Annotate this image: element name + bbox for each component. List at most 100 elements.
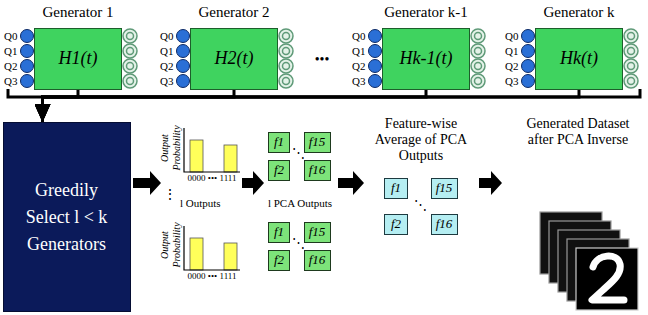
qubit-label: Q0 bbox=[505, 29, 518, 43]
measurement-outer bbox=[624, 74, 638, 88]
generator-box: Generator kHk(t) bbox=[535, 28, 623, 90]
hamiltonian-label: H1(t) bbox=[55, 48, 102, 70]
bar bbox=[224, 243, 237, 270]
qubit-label: Q1 bbox=[352, 44, 365, 58]
diagonal-ellipsis: ⋱ bbox=[411, 197, 429, 213]
qubit-circle bbox=[177, 45, 190, 58]
block-arrow bbox=[479, 171, 502, 195]
qubit-circle bbox=[369, 60, 382, 73]
qubit-label: Q3 bbox=[160, 74, 173, 88]
measurement-inner bbox=[127, 78, 134, 85]
digit-image bbox=[592, 256, 624, 300]
pca-feature-box: f2 bbox=[268, 160, 290, 181]
feature-label: f15 bbox=[308, 225, 327, 239]
measurement-outer bbox=[123, 44, 137, 58]
qubit-circle bbox=[21, 30, 34, 43]
measurement-inner bbox=[127, 33, 134, 40]
pca-feature-box: f16 bbox=[304, 160, 331, 181]
feature-label: f2 bbox=[273, 253, 285, 267]
qubit-circle bbox=[177, 30, 190, 43]
generator-title: Generator k bbox=[543, 3, 614, 21]
block-arrow bbox=[242, 171, 264, 195]
measurement-inner bbox=[283, 78, 290, 85]
axis-ticks: 0000 ••• 1111 bbox=[180, 173, 244, 184]
qubit-circle bbox=[522, 45, 535, 58]
connector bbox=[43, 90, 79, 122]
chart-axes bbox=[184, 128, 240, 172]
qubit-label: Q1 bbox=[160, 44, 173, 58]
feature-label: f16 bbox=[308, 163, 327, 177]
qubit-circle bbox=[369, 75, 382, 88]
block-arrow bbox=[133, 171, 161, 195]
qubit-label: Q2 bbox=[505, 59, 518, 73]
axis-title: Output Probability bbox=[159, 214, 183, 276]
feature-label: f1 bbox=[273, 135, 285, 149]
feature-label: f16 bbox=[435, 217, 454, 231]
qubit-circle bbox=[522, 60, 535, 73]
qubit-circle bbox=[21, 75, 34, 88]
feature-label: f15 bbox=[308, 135, 327, 149]
diagonal-ellipsis: ⋱ bbox=[289, 145, 307, 161]
measurement-inner bbox=[283, 63, 290, 70]
vertical-ellipsis: ⋮ bbox=[163, 186, 177, 204]
measurement-inner bbox=[475, 63, 482, 70]
qubit-label: Q1 bbox=[505, 44, 518, 58]
group-label: l Outputs bbox=[180, 196, 221, 210]
ellipsis: ••• bbox=[305, 52, 339, 68]
hamiltonian-label: Hk-1(t) bbox=[396, 48, 457, 70]
pca-feature-box: f2 bbox=[268, 250, 290, 271]
qubit-circle bbox=[177, 75, 190, 88]
measurement-inner bbox=[628, 78, 635, 85]
measurement-inner bbox=[283, 33, 290, 40]
qubit-circle bbox=[522, 30, 535, 43]
measurement-outer bbox=[279, 59, 293, 73]
feature-label: f16 bbox=[308, 253, 327, 267]
diagonal-ellipsis: ⋱ bbox=[289, 235, 307, 251]
measurement-inner bbox=[127, 63, 134, 70]
qubit-label: Q2 bbox=[160, 59, 173, 73]
qubit-circle bbox=[369, 30, 382, 43]
group-label: l PCA Outputs bbox=[262, 196, 338, 210]
feature-label: f2 bbox=[273, 163, 285, 177]
qubit-label: Q2 bbox=[352, 59, 365, 73]
measurement-outer bbox=[123, 59, 137, 73]
bar bbox=[190, 140, 203, 172]
bar bbox=[224, 145, 237, 172]
feature-label: f1 bbox=[273, 225, 285, 239]
qubit-label: Q3 bbox=[352, 74, 365, 88]
measurement-inner bbox=[628, 48, 635, 55]
bar-chart bbox=[184, 226, 240, 270]
pca-feature-box: f1 bbox=[268, 132, 290, 153]
qubit-label: Q1 bbox=[4, 44, 17, 58]
axis-title: Output Probability bbox=[159, 117, 183, 179]
connector bbox=[43, 90, 235, 122]
qubit-circle bbox=[522, 75, 535, 88]
measurement-outer bbox=[471, 44, 485, 58]
measurement-inner bbox=[283, 48, 290, 55]
stage-label: Generated Dataset after PCA Inverse bbox=[523, 116, 633, 148]
qubit-circle bbox=[21, 45, 34, 58]
qubit-label: Q0 bbox=[160, 29, 173, 43]
measurement-outer bbox=[279, 74, 293, 88]
generator-title: Generator 2 bbox=[198, 3, 269, 21]
qubit-circle bbox=[369, 45, 382, 58]
measurement-outer bbox=[279, 44, 293, 58]
stage-label: Feature-wise Average of PCA Outputs bbox=[366, 116, 476, 164]
selection-box: Greedily Select l < k Generators bbox=[3, 122, 131, 312]
measurement-inner bbox=[127, 48, 134, 55]
qubit-label: Q0 bbox=[352, 29, 365, 43]
bar bbox=[190, 238, 203, 270]
connector bbox=[43, 90, 427, 122]
connector bbox=[43, 90, 580, 122]
feature-label: f2 bbox=[390, 217, 402, 231]
qubit-circle bbox=[177, 60, 190, 73]
image-stack bbox=[540, 212, 638, 310]
measurement-inner bbox=[628, 33, 635, 40]
generator-box: Generator 1H1(t) bbox=[34, 28, 122, 90]
hamiltonian-label: H2(t) bbox=[211, 48, 258, 70]
hamiltonian-label: Hk(t) bbox=[556, 48, 602, 70]
qubit-circle bbox=[21, 60, 34, 73]
measurement-outer bbox=[471, 74, 485, 88]
image-tile bbox=[576, 248, 638, 310]
pca-feature-box: f15 bbox=[304, 132, 331, 153]
